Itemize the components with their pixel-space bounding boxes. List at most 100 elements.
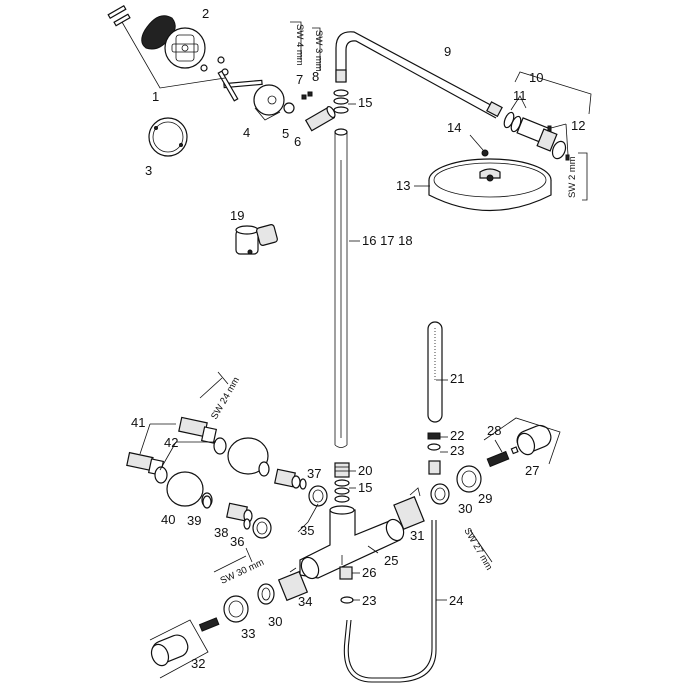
nut-part-35 (308, 485, 328, 507)
callout-23-middle: 23 (450, 443, 464, 458)
cartridge-part-34 (277, 567, 309, 602)
tool-label-sw27: SW 27 mm (461, 526, 494, 572)
callout-35: 35 (300, 523, 314, 538)
callout-15-top: 15 (358, 95, 372, 110)
callout-33: 33 (241, 626, 255, 641)
callout-8: 8 (312, 69, 319, 84)
callout-7: 7 (296, 72, 303, 87)
callout-4: 4 (243, 125, 250, 140)
callout-36: 36 (230, 534, 244, 549)
callout-6: 6 (294, 134, 301, 149)
check-valve-part-37 (274, 468, 307, 490)
callout-41: 41 (131, 415, 145, 430)
callout-14: 14 (447, 120, 461, 135)
callout-30-left: 30 (268, 614, 282, 629)
part-22 (427, 432, 441, 440)
callout-5: 5 (282, 126, 289, 141)
callout-38: 38 (214, 525, 228, 540)
part-23-bottom (340, 596, 354, 604)
callout-16-17-18: 16 17 18 (362, 233, 413, 248)
allen-key-sw2 (578, 152, 588, 201)
rosette-upper (227, 437, 270, 477)
tool-label-sw4: SW 4 mm (294, 24, 305, 66)
callout-9: 9 (444, 44, 451, 59)
o-rings-part-15-bottom (334, 479, 350, 503)
nipple-part-20 (334, 462, 350, 478)
eccentric-part-41-upper (178, 416, 218, 444)
eccentric-part-41-lower (126, 451, 165, 476)
nut (217, 56, 225, 64)
grub-screw-part-12 (547, 125, 552, 132)
callout-31: 31 (410, 528, 424, 543)
callout-21: 21 (450, 371, 464, 386)
wrench-sw24 (199, 371, 229, 399)
callout-27: 27 (525, 463, 539, 478)
callout-26: 26 (362, 565, 376, 580)
part-26 (339, 566, 353, 580)
callout-42: 42 (164, 435, 178, 450)
adapter-part-29 (456, 465, 482, 493)
o-rings-part-11 (503, 111, 522, 133)
callout-39: 39 (187, 513, 201, 528)
overhead-shower-part-13 (428, 158, 552, 212)
cover-plate-part-3 (148, 117, 188, 157)
grub-screw-part-12b (565, 154, 570, 161)
callout-23-bottom: 23 (362, 593, 376, 608)
ring-part-30-right (430, 483, 450, 505)
handle-part-32 (150, 634, 189, 667)
callout-37: 37 (307, 466, 321, 481)
callout-15-bottom: 15 (358, 480, 372, 495)
callout-28: 28 (487, 423, 501, 438)
callout-13: 13 (396, 178, 410, 193)
callout-19: 19 (230, 208, 244, 223)
tool-label-sw3: SW 3 mm (313, 30, 324, 72)
o-rings-part-15-top (333, 89, 349, 114)
connector-nut-part-14 (481, 149, 489, 157)
riser-rod-part-16-17-18 (334, 128, 348, 448)
callout-24: 24 (449, 593, 463, 608)
part-23-top (427, 443, 441, 451)
callout-2: 2 (202, 6, 209, 21)
callout-11: 11 (513, 88, 527, 103)
callout-1: 1 (152, 89, 159, 104)
cartridge-part-31 (393, 487, 425, 530)
sleeve-part-6 (304, 105, 336, 132)
callout-25: 25 (384, 553, 398, 568)
head-connector-part-10 (516, 117, 567, 160)
part-23-middle (428, 460, 441, 475)
grub-screw-part-8 (307, 91, 313, 97)
o-ring-part-36 (243, 518, 251, 530)
tool-label-sw30: SW 30 mm (219, 557, 266, 587)
shower-arm-part-9 (335, 31, 503, 119)
handle-part-27 (516, 424, 552, 456)
shower-holder-part-19 (235, 224, 278, 255)
tool-label-sw24: SW 24 mm (209, 375, 242, 421)
washer-part-42-upper (213, 437, 227, 455)
callout-10: 10 (529, 70, 543, 85)
grub-screw-part-7 (301, 94, 307, 100)
callout-22: 22 (450, 428, 464, 443)
screw-part-1a (107, 4, 131, 27)
callout-40: 40 (161, 512, 175, 527)
spindle-part-32-pin (198, 617, 220, 632)
shower-hose-part-24 (343, 520, 437, 683)
allen-key-sw3 (312, 27, 321, 70)
spindle-part-28 (486, 446, 519, 468)
o-ring-part-5 (283, 102, 295, 114)
callout-32: 32 (191, 656, 205, 671)
adapter-part-33 (223, 595, 249, 623)
wrench-sw27 (469, 529, 493, 563)
washer-part-42-lower (154, 466, 168, 484)
wrench-sw30 (213, 547, 253, 573)
callout-30-right: 30 (458, 501, 472, 516)
allen-key-sw4 (290, 21, 302, 60)
o-ring-part-39 (202, 495, 212, 509)
callout-3: 3 (145, 163, 152, 178)
mounting-plate (164, 27, 206, 69)
callout-29: 29 (478, 491, 492, 506)
ring-part-30-left (257, 583, 275, 605)
hand-shower-part-21 (427, 321, 443, 423)
wall-mount-group (107, 4, 336, 157)
